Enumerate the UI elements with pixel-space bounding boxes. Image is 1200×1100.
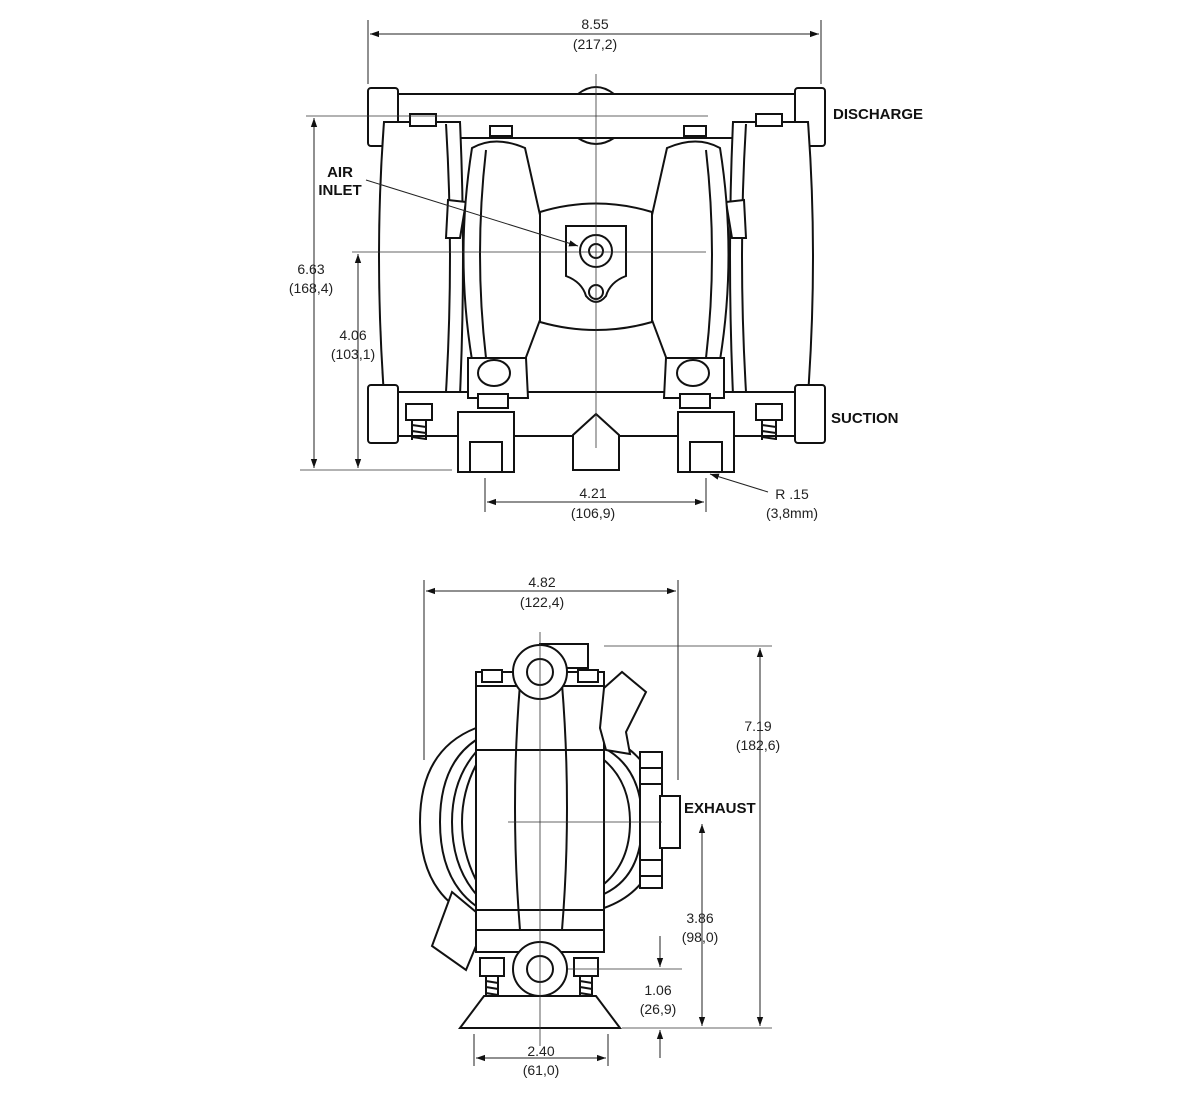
foot-span-metric: (106,9) — [571, 505, 615, 521]
foot-span-value: 4.21 — [579, 485, 606, 501]
side-valve-block-ribs — [640, 767, 662, 877]
discharge-manifold — [397, 93, 796, 139]
side-housing-ring — [418, 726, 477, 920]
front-height-metric: (168,4) — [289, 280, 333, 296]
right-stud — [761, 420, 777, 440]
suction-flange-right — [794, 384, 826, 444]
side-bottom-nut-right — [573, 957, 599, 977]
side-top-nut-right — [577, 669, 599, 683]
right-top-nut — [755, 113, 783, 127]
left-inner-top-nut — [489, 125, 513, 137]
left-bottom-nut — [405, 403, 433, 421]
side-body-rib-right — [561, 683, 568, 931]
left-stud — [411, 420, 427, 440]
base-width-value: 2.40 — [527, 1043, 554, 1059]
side-housing-inner-arc-2 — [460, 764, 477, 881]
radius-value: R .15 — [775, 486, 809, 502]
exhaust-height-metric: (98,0) — [682, 929, 719, 945]
left-lower-boss — [477, 359, 511, 387]
side-width-value: 4.82 — [528, 574, 555, 590]
inlet-height-metric: (103,1) — [331, 346, 375, 362]
right-nut — [679, 393, 711, 409]
front-height-value: 6.63 — [297, 261, 324, 277]
side-housing-inner-arc — [450, 751, 477, 895]
side-stud-left — [485, 976, 499, 996]
air-inlet-label-line1: AIR — [327, 164, 353, 181]
exhaust-label: EXHAUST — [684, 800, 756, 817]
side-valve-block — [639, 751, 663, 889]
side-body-rib-left — [514, 683, 521, 931]
front-width-value: 8.55 — [581, 16, 608, 32]
left-foot-pad — [469, 441, 503, 473]
discharge-label: DISCHARGE — [833, 106, 923, 123]
side-lower-elbow — [430, 890, 477, 972]
front-width-metric: (217,2) — [573, 36, 617, 52]
side-view: 4.82 (122,4) — [418, 574, 780, 1078]
exhaust-height-value: 3.86 — [686, 910, 713, 926]
base-height-metric: (26,9) — [640, 1001, 677, 1017]
suction-label: SUCTION — [831, 410, 899, 427]
base-height-value: 1.06 — [644, 982, 671, 998]
radius-leader — [709, 473, 769, 493]
right-bottom-nut — [755, 403, 783, 421]
left-top-nut — [409, 113, 437, 127]
side-top-nut-left — [481, 669, 503, 683]
radius-metric: (3,8mm) — [766, 505, 818, 521]
right-inner-top-nut — [683, 125, 707, 137]
left-nut — [477, 393, 509, 409]
left-inner-housing — [462, 140, 541, 361]
front-view: 8.55 (217,2) — [289, 16, 923, 521]
side-height-metric: (182,6) — [736, 737, 780, 753]
suction-flange-left — [367, 384, 399, 444]
side-height-value: 7.19 — [744, 718, 771, 734]
side-bottom-nut-left — [479, 957, 505, 977]
right-inner-housing — [651, 140, 730, 361]
right-clip — [724, 198, 748, 239]
side-stud-right — [579, 976, 593, 996]
right-foot-pad — [689, 441, 723, 473]
inlet-height-value: 4.06 — [339, 327, 366, 343]
side-width-metric: (122,4) — [520, 594, 564, 610]
left-chamber-rib — [445, 123, 451, 393]
right-chamber-rib — [741, 123, 747, 393]
right-inner-rib — [705, 149, 713, 359]
base-width-metric: (61,0) — [523, 1062, 560, 1078]
right-lower-boss — [676, 359, 710, 387]
air-inlet-label-line2: INLET — [318, 182, 361, 199]
left-inner-rib — [479, 149, 487, 359]
exhaust-port — [659, 795, 681, 849]
air-inlet-leader — [365, 179, 579, 247]
side-top-elbow — [598, 670, 648, 756]
